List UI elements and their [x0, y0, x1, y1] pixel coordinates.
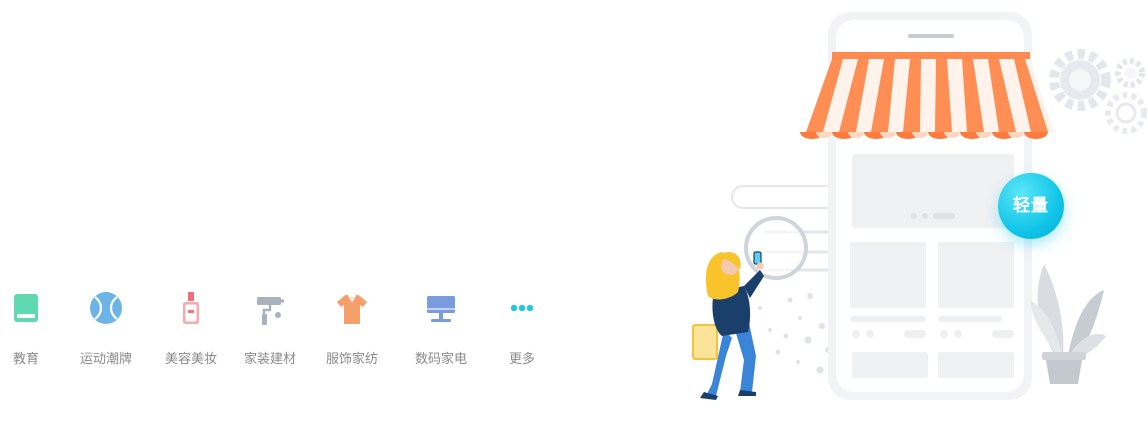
category-label: 家装建材	[243, 352, 296, 367]
shopper-illustration	[692, 251, 764, 400]
shirt-icon	[337, 293, 367, 324]
lipstick-icon	[183, 292, 199, 324]
gear-icon	[1049, 49, 1147, 134]
plant-icon	[1030, 264, 1106, 384]
category-beauty[interactable]: 美容美妆	[151, 288, 231, 367]
category-apparel[interactable]: 服饰家纺	[312, 288, 392, 367]
category-education[interactable]: 教育	[0, 288, 66, 367]
category-digital[interactable]: 数码家电	[401, 288, 481, 367]
dot-pattern	[758, 293, 838, 374]
category-more[interactable]: 更多	[482, 288, 562, 367]
category-label: 数码家电	[414, 352, 467, 367]
book-icon	[14, 294, 38, 322]
storefront-illustration	[692, 12, 1147, 400]
more-dots-icon	[510, 304, 534, 312]
lightweight-badge: 轻量	[998, 173, 1064, 239]
category-label: 教育	[12, 352, 39, 367]
monitor-icon	[427, 296, 455, 322]
category-home-building[interactable]: 家装建材	[230, 288, 310, 367]
category-sports[interactable]: 运动潮牌	[66, 288, 146, 367]
category-label: 运动潮牌	[79, 352, 132, 367]
magnifier-icon	[744, 216, 808, 280]
category-label: 更多	[508, 352, 535, 367]
paint-roller-icon	[257, 297, 284, 325]
category-label: 服饰家纺	[325, 352, 378, 367]
tennis-ball-icon	[90, 292, 122, 324]
category-nav: 教育 运动潮牌 美容美妆 家装建材	[0, 288, 560, 378]
shop-awning	[800, 52, 1054, 139]
category-label: 美容美妆	[164, 352, 217, 367]
